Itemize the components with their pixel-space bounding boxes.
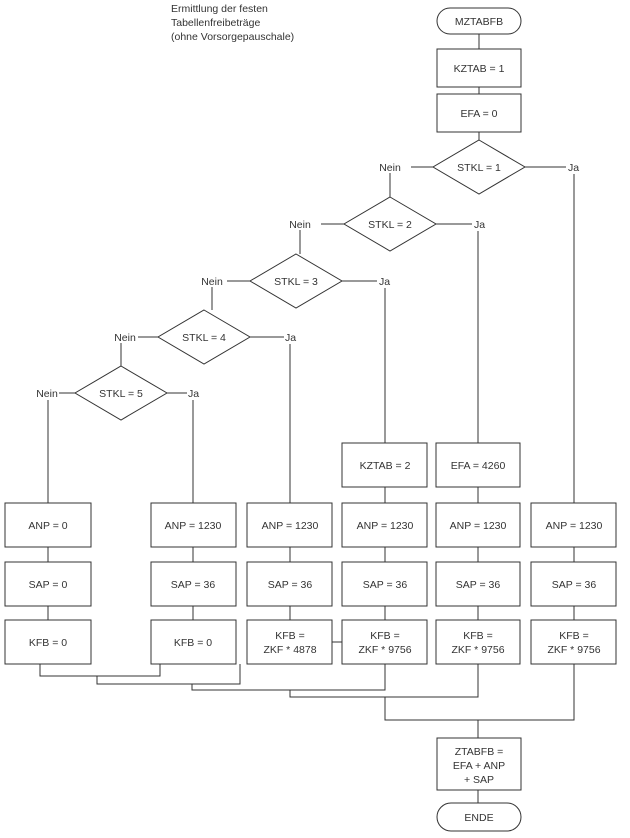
process-kfb-1: KFB = 0 <box>4 619 92 665</box>
process-sap-2: SAP = 36 <box>150 561 237 607</box>
decision-stkl-2: STKL = 2 <box>343 196 437 252</box>
process-sap-6: SAP = 36 <box>530 561 617 607</box>
process-anp-5: ANP = 1230 <box>435 502 521 548</box>
label-no-dec1: Nein <box>379 162 401 174</box>
decision-stkl-1-label: STKL = 1 <box>457 162 501 174</box>
title-line-2: Tabellenfreibeträge <box>171 17 261 29</box>
merge-col34-col5 <box>289 664 479 698</box>
process-kfb-4: KFB = ZKF * 9756 <box>341 619 428 665</box>
process-efa-4260: EFA = 4260 <box>435 442 521 488</box>
merge-col12-col3 <box>96 664 241 685</box>
process-kztab-2: KZTAB = 2 <box>341 442 428 488</box>
diagram-title: Ermittlung der festen Tabellenfreibeträg… <box>171 2 294 44</box>
efa-4260-label: EFA = 4260 <box>451 460 506 472</box>
sap-3-label: SAP = 36 <box>268 579 313 591</box>
anp-2-label: ANP = 1230 <box>165 520 222 532</box>
process-kfb-2: KFB = 0 <box>150 619 237 665</box>
ztabfb-line-2: EFA + ANP <box>453 760 505 772</box>
end-label: ENDE <box>464 812 493 824</box>
label-no-dec3: Nein <box>201 276 223 288</box>
sap-2-label: SAP = 36 <box>171 579 216 591</box>
decision-stkl-2-label: STKL = 2 <box>368 219 412 231</box>
decision-stkl-5: STKL = 5 <box>74 365 168 421</box>
anp-5-label: ANP = 1230 <box>450 520 507 532</box>
process-anp-4: ANP = 1230 <box>341 502 428 548</box>
process-kfb-3: KFB = ZKF * 4878 <box>246 619 333 665</box>
decision-stkl-1: STKL = 1 <box>432 139 526 195</box>
decision-stkl-5-label: STKL = 5 <box>99 388 143 400</box>
process-kfb-5: KFB = ZKF * 9756 <box>435 619 521 665</box>
process-sap-5: SAP = 36 <box>435 561 521 607</box>
kfb-3-line-1: KFB = <box>275 630 304 642</box>
sap-1-label: SAP = 0 <box>29 579 68 591</box>
kfb-5-line-1: KFB = <box>463 630 492 642</box>
sap-5-label: SAP = 36 <box>456 579 501 591</box>
label-yes-dec3: Ja <box>379 276 390 288</box>
ztabfb-line-1: ZTABFB = <box>455 746 504 758</box>
kfb-5-line-2: ZKF * 9756 <box>451 644 504 656</box>
process-sap-1: SAP = 0 <box>4 561 92 607</box>
efa-0-label: EFA = 0 <box>460 108 497 120</box>
label-no-dec4: Nein <box>114 332 136 344</box>
merge-col5-col6 <box>384 664 575 721</box>
process-sap-4: SAP = 36 <box>341 561 428 607</box>
decision-stkl-4: STKL = 4 <box>157 309 251 365</box>
process-anp-6: ANP = 1230 <box>530 502 617 548</box>
sap-4-label: SAP = 36 <box>363 579 408 591</box>
anp-6-label: ANP = 1230 <box>546 520 603 532</box>
decision-stkl-3-label: STKL = 3 <box>274 276 318 288</box>
process-kfb-6: KFB = ZKF * 9756 <box>530 619 617 665</box>
anp-4-label: ANP = 1230 <box>357 520 414 532</box>
kztab-1-label: KZTAB = 1 <box>454 63 505 75</box>
process-kztab-1: KZTAB = 1 <box>436 48 522 88</box>
process-anp-1: ANP = 0 <box>4 502 92 548</box>
process-efa-0: EFA = 0 <box>436 93 522 133</box>
kfb-1-line-1: KFB = 0 <box>29 637 67 649</box>
branch-labels: Nein Ja Nein Ja Nein Ja Nein Ja Nein Ja <box>36 162 579 400</box>
label-yes-dec5: Ja <box>188 388 199 400</box>
column-1: ANP = 0 SAP = 0 KFB = 0 <box>4 502 92 665</box>
kfb-3-line-2: ZKF * 4878 <box>263 644 316 656</box>
decision-stkl-4-label: STKL = 4 <box>182 332 226 344</box>
anp-3-label: ANP = 1230 <box>262 520 319 532</box>
process-anp-3: ANP = 1230 <box>246 502 333 548</box>
label-no-dec2: Nein <box>289 219 311 231</box>
sap-6-label: SAP = 36 <box>552 579 597 591</box>
decision-stkl-3: STKL = 3 <box>249 253 343 309</box>
kfb-2-line-1: KFB = 0 <box>174 637 212 649</box>
process-anp-2: ANP = 1230 <box>150 502 237 548</box>
start-label: MZTABFB <box>455 16 503 28</box>
kfb-6-line-1: KFB = <box>559 630 588 642</box>
kfb-6-line-2: ZKF * 9756 <box>547 644 600 656</box>
process-sap-3: SAP = 36 <box>246 561 333 607</box>
kfb-4-line-2: ZKF * 9756 <box>358 644 411 656</box>
ztabfb-line-3: + SAP <box>464 774 494 786</box>
start-terminal: MZTABFB <box>436 7 522 35</box>
kfb-4-line-1: KFB = <box>370 630 399 642</box>
connectors <box>39 34 575 803</box>
label-yes-dec4: Ja <box>285 332 296 344</box>
process-ztabfb: ZTABFB = EFA + ANP + SAP <box>436 737 522 791</box>
label-yes-dec2: Ja <box>474 219 485 231</box>
title-line-1: Ermittlung der festen <box>171 3 268 15</box>
merge-col3-col4 <box>191 664 386 691</box>
anp-1-label: ANP = 0 <box>28 520 67 532</box>
label-yes-dec1: Ja <box>568 162 579 174</box>
kztab-2-label: KZTAB = 2 <box>360 460 411 472</box>
end-terminal: ENDE <box>436 802 522 832</box>
merge-col1-col2 <box>39 664 161 677</box>
title-line-3: (ohne Vorsorgepauschale) <box>171 31 295 43</box>
label-no-dec5: Nein <box>36 388 58 400</box>
